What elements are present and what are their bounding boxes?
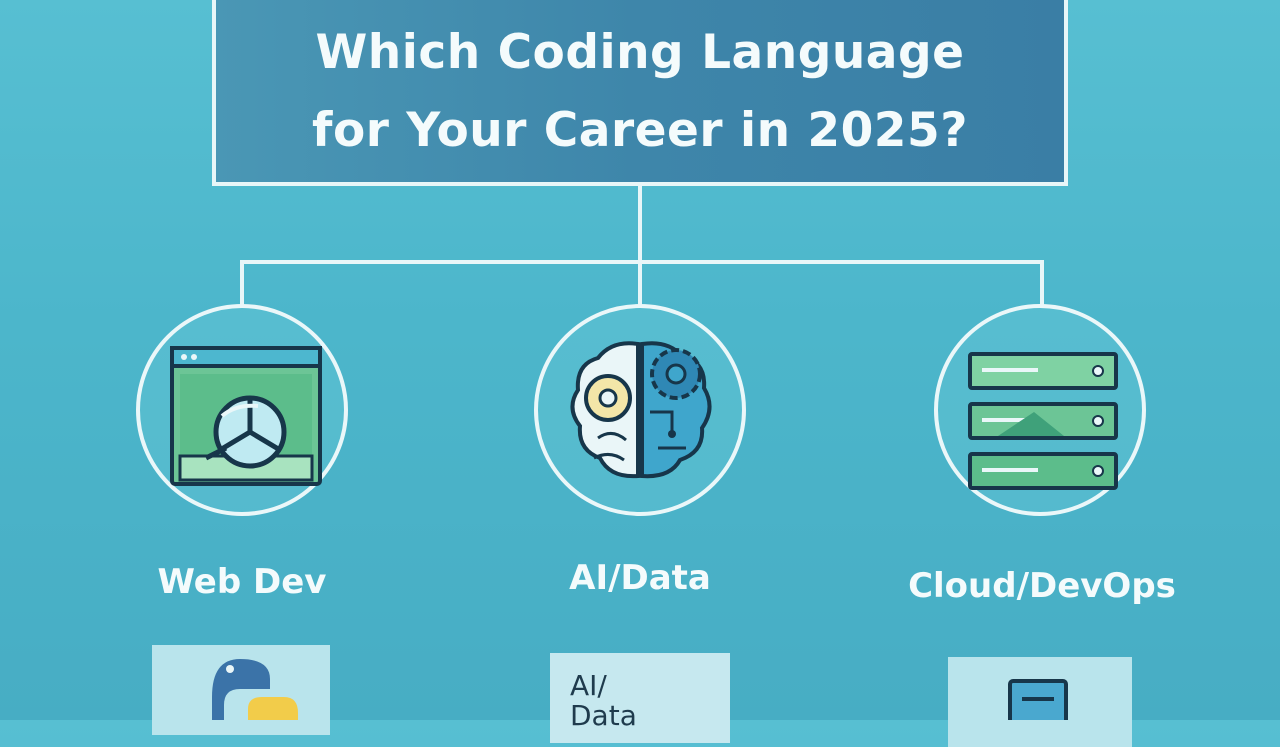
node-label-ai-data: AI/Data (569, 558, 711, 598)
node-web-dev-circle (136, 304, 348, 516)
node-cloud-devops-circle (934, 304, 1146, 516)
connector-horizontal (240, 260, 1044, 264)
title-box: Which Coding Language for Your Career in… (212, 0, 1068, 186)
server-rack-icon (968, 352, 1118, 490)
connector-vertical-top (638, 186, 642, 264)
connector-right-drop (1040, 260, 1044, 306)
title-line-1: Which Coding Language (315, 25, 965, 80)
card-document (948, 657, 1132, 747)
document-icon (1008, 679, 1068, 720)
diagram-canvas: Which Coding Language for Your Career in… (136, 0, 1176, 747)
title-line-2: for Your Career in 2025? (312, 103, 968, 158)
node-label-web-dev: Web Dev (157, 562, 327, 602)
node-label-cloud-devops: Cloud/DevOps (908, 566, 1176, 606)
node-ai-data-circle (534, 304, 746, 516)
connector-left-drop (240, 260, 244, 306)
python-logo-icon (212, 659, 298, 720)
card-ai-data: AI/ Data (550, 653, 730, 743)
brain-gear-icon (570, 341, 712, 479)
card-python (152, 645, 330, 735)
card-ai-data-text: AI/ Data (570, 669, 637, 732)
connector-center-drop (638, 260, 642, 306)
browser-window-icon (170, 346, 322, 486)
